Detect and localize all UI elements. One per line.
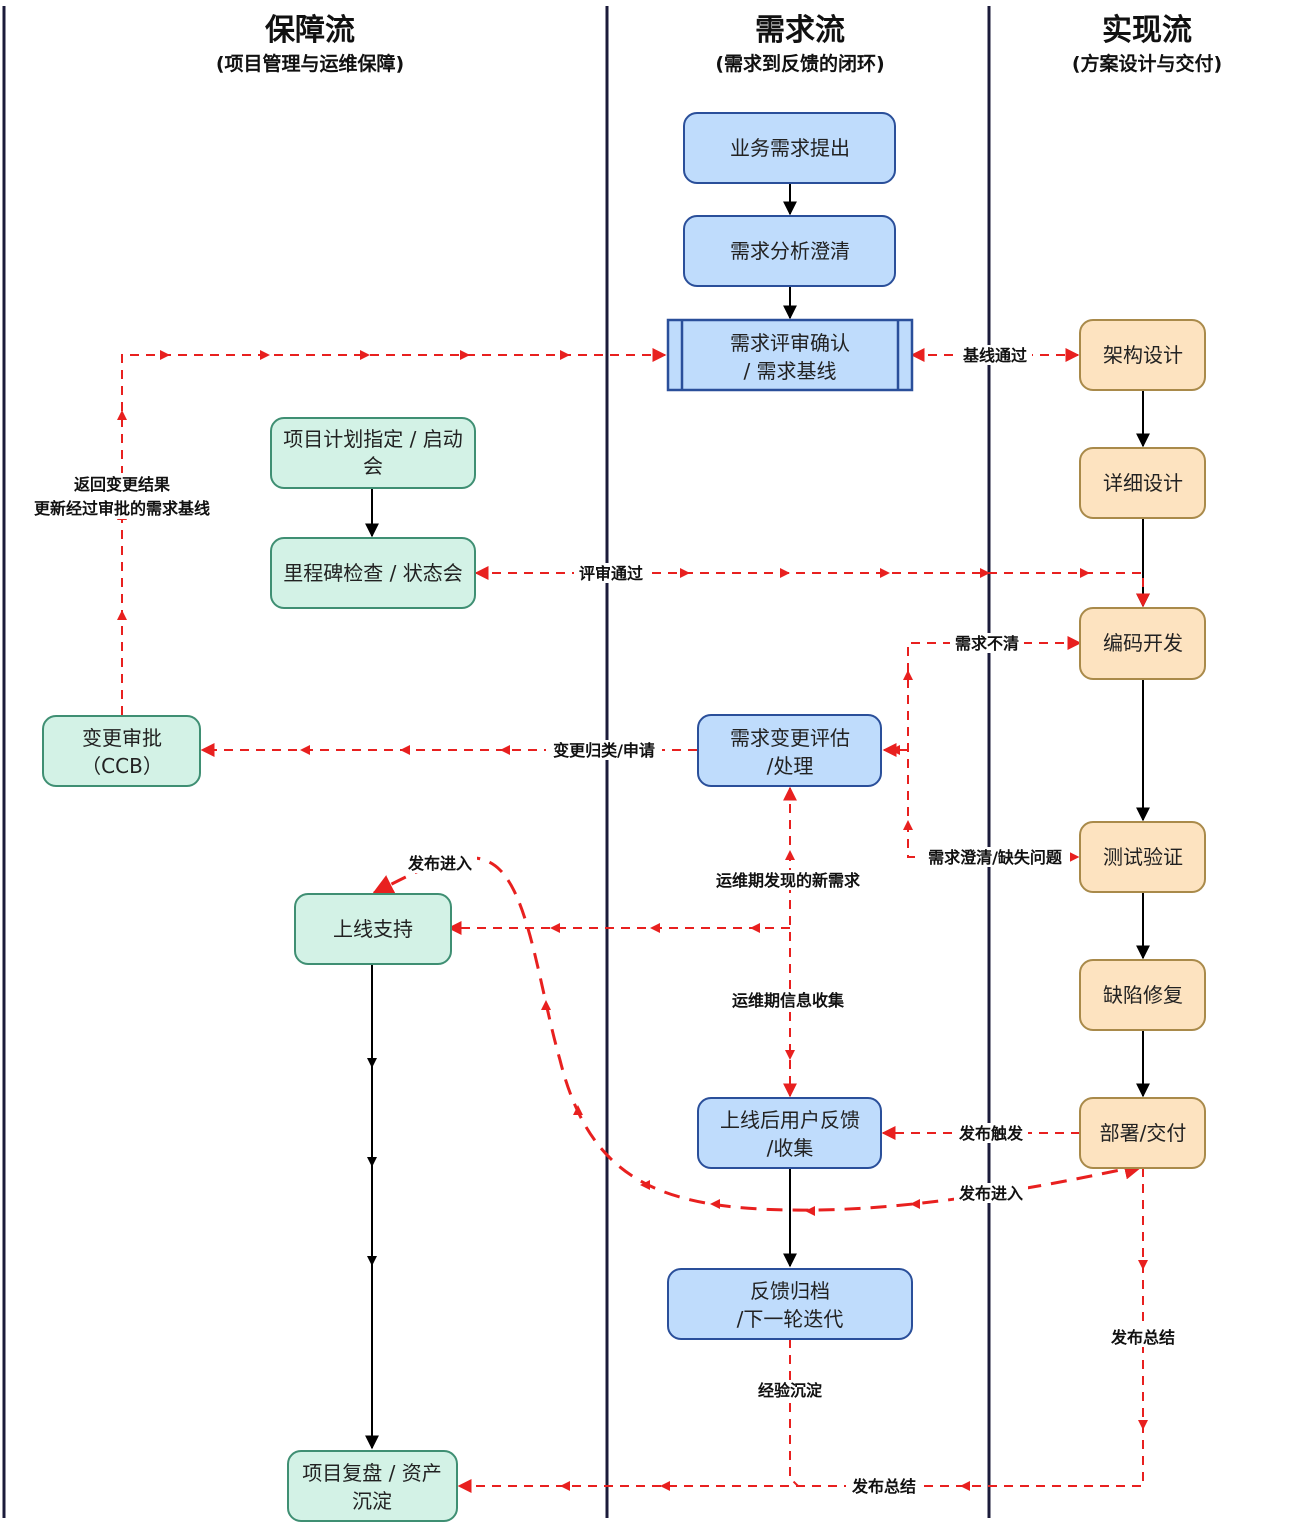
- edge-coding-testing-loop: [907, 636, 1082, 864]
- node-requirement-review-line1: 需求评审确认: [730, 331, 850, 355]
- label-release-summary-right: 发布总结: [1110, 1328, 1175, 1347]
- node-user-feedback-line2: /收集: [767, 1136, 814, 1160]
- label-release-enter-bottom: 发布进入: [958, 1184, 1023, 1203]
- node-milestone-check[interactable]: 里程碑检查 / 状态会: [270, 537, 476, 609]
- edge-labels: 返回变更结果 更新经过审批的需求基线 基线通过 评审通过 需求不清 变更归类/申…: [28, 345, 1181, 1496]
- node-change-approval-line1: 变更审批: [82, 726, 162, 750]
- dashed-mid-arrows: [117, 350, 1148, 1491]
- node-business-request-label: 业务需求提出: [730, 136, 850, 160]
- node-requirement-review[interactable]: 需求评审确认 / 需求基线: [666, 318, 914, 392]
- node-requirement-analysis[interactable]: 需求分析澄清: [683, 215, 896, 287]
- node-detail-design-label: 详细设计: [1103, 471, 1183, 495]
- node-business-request[interactable]: 业务需求提出: [683, 112, 896, 184]
- node-testing-label: 测试验证: [1103, 845, 1183, 869]
- label-return-change-result: 返回变更结果: [74, 475, 170, 494]
- label-ops-info-collection: 运维期信息收集: [732, 991, 845, 1010]
- edge-ccb-review: [121, 348, 667, 715]
- node-project-plan[interactable]: 项目计划指定 / 启动 会: [270, 417, 476, 489]
- node-feedback-archive[interactable]: 反馈归档 /下一轮迭代: [667, 1268, 913, 1340]
- node-deploy-delivery-label: 部署/交付: [1100, 1121, 1187, 1145]
- edge-release-curve: [372, 855, 1146, 1212]
- node-testing[interactable]: 测试验证: [1079, 821, 1206, 893]
- edge-milestone-coding: [474, 566, 1150, 608]
- node-requirement-review-line2: / 需求基线: [743, 359, 836, 383]
- node-bug-fix[interactable]: 缺陷修复: [1079, 959, 1206, 1031]
- node-change-evaluation-line1: 需求变更评估: [730, 726, 850, 750]
- label-update-baseline: 更新经过审批的需求基线: [34, 499, 210, 518]
- node-user-feedback[interactable]: 上线后用户反馈 /收集: [697, 1097, 882, 1169]
- node-project-retro[interactable]: 项目复盘 / 资产 沉淀: [287, 1450, 458, 1522]
- node-detail-design[interactable]: 详细设计: [1079, 447, 1206, 519]
- node-go-live-support-label: 上线支持: [333, 917, 413, 941]
- node-architecture-design[interactable]: 架构设计: [1079, 319, 1206, 391]
- lane-title-implement: 实现流: [1102, 13, 1192, 48]
- node-feedback-archive-line1: 反馈归档: [750, 1279, 830, 1303]
- node-deploy-delivery[interactable]: 部署/交付: [1079, 1097, 1206, 1169]
- lane-title-demand: 需求流: [755, 13, 845, 48]
- node-project-retro-line1: 项目复盘 / 资产: [302, 1461, 441, 1485]
- node-project-plan-line1: 项目计划指定 / 启动: [283, 427, 462, 451]
- label-clarify-issue: 需求澄清/缺失问题: [928, 848, 1063, 867]
- node-change-approval-line2: （CCB）: [81, 754, 163, 778]
- lane-subtitle-guarantee: (项目管理与运维保障): [216, 52, 404, 75]
- node-change-approval[interactable]: 变更审批 （CCB）: [42, 715, 201, 787]
- node-requirement-analysis-label: 需求分析澄清: [730, 239, 850, 263]
- label-release-summary-bottom: 发布总结: [851, 1477, 916, 1496]
- node-architecture-design-label: 架构设计: [1103, 343, 1183, 367]
- edge-archive-retro: [789, 1339, 799, 1487]
- node-milestone-check-label: 里程碑检查 / 状态会: [283, 561, 462, 585]
- node-bug-fix-label: 缺陷修复: [1103, 983, 1183, 1007]
- node-change-evaluation[interactable]: 需求变更评估 /处理: [697, 714, 882, 787]
- label-review-pass: 评审通过: [579, 564, 643, 583]
- node-feedback-archive-line2: /下一轮迭代: [737, 1307, 844, 1331]
- label-change-request: 变更归类/申请: [553, 741, 655, 760]
- label-release-trigger: 发布触发: [958, 1124, 1024, 1143]
- lane-subtitle-demand: (需求到反馈的闭环): [715, 52, 884, 75]
- label-unclear-requirement: 需求不清: [955, 634, 1019, 653]
- label-release-enter-top: 发布进入: [407, 854, 472, 873]
- node-project-retro-line2: 沉淀: [352, 1489, 392, 1513]
- node-go-live-support[interactable]: 上线支持: [294, 893, 452, 965]
- lane-title-guarantee: 保障流: [265, 13, 355, 48]
- edge-golive-retro-mid-arrows: [367, 1058, 377, 1266]
- node-change-evaluation-line2: /处理: [767, 754, 814, 778]
- lane-subtitle-implement: (方案设计与交付): [1072, 52, 1222, 75]
- label-new-requirement-ops: 运维期发现的新需求: [716, 871, 861, 890]
- node-coding-label: 编码开发: [1103, 631, 1183, 655]
- label-experience: 经验沉淀: [758, 1381, 823, 1400]
- dashed-edges: [117, 348, 1150, 1493]
- label-baseline-pass: 基线通过: [962, 346, 1027, 365]
- node-coding[interactable]: 编码开发: [1079, 607, 1206, 680]
- edge-deploy-retro: [457, 1168, 1144, 1493]
- node-user-feedback-line1: 上线后用户反馈: [720, 1108, 860, 1132]
- node-project-plan-line2: 会: [363, 454, 383, 478]
